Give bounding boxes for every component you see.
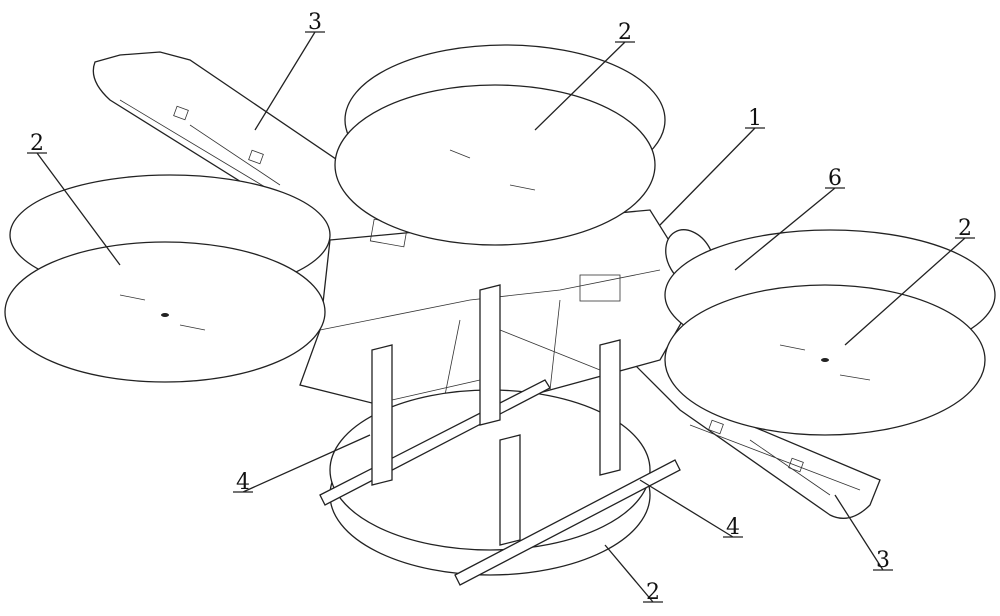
label-rotor-right: 2 [958,216,972,241]
label-fuselage: 1 [748,106,762,131]
wing-bottom-right [618,339,881,519]
landing-gear [319,284,681,586]
leader-lines [27,31,975,603]
label-wing-bottom-right: 3 [876,548,890,573]
label-component-6: 6 [828,166,842,191]
label-rotor-bottom: 2 [646,580,660,605]
label-landing-gear-left: 4 [236,470,250,495]
rotor-left [4,174,331,383]
label-rotor-left: 2 [30,131,44,156]
label-wing-top-left: 3 [308,10,322,35]
label-rotor-top-center: 2 [618,20,632,45]
label-landing-gear-right: 4 [726,515,740,540]
rotor-right [664,229,996,436]
rotor-top-center [334,44,666,246]
